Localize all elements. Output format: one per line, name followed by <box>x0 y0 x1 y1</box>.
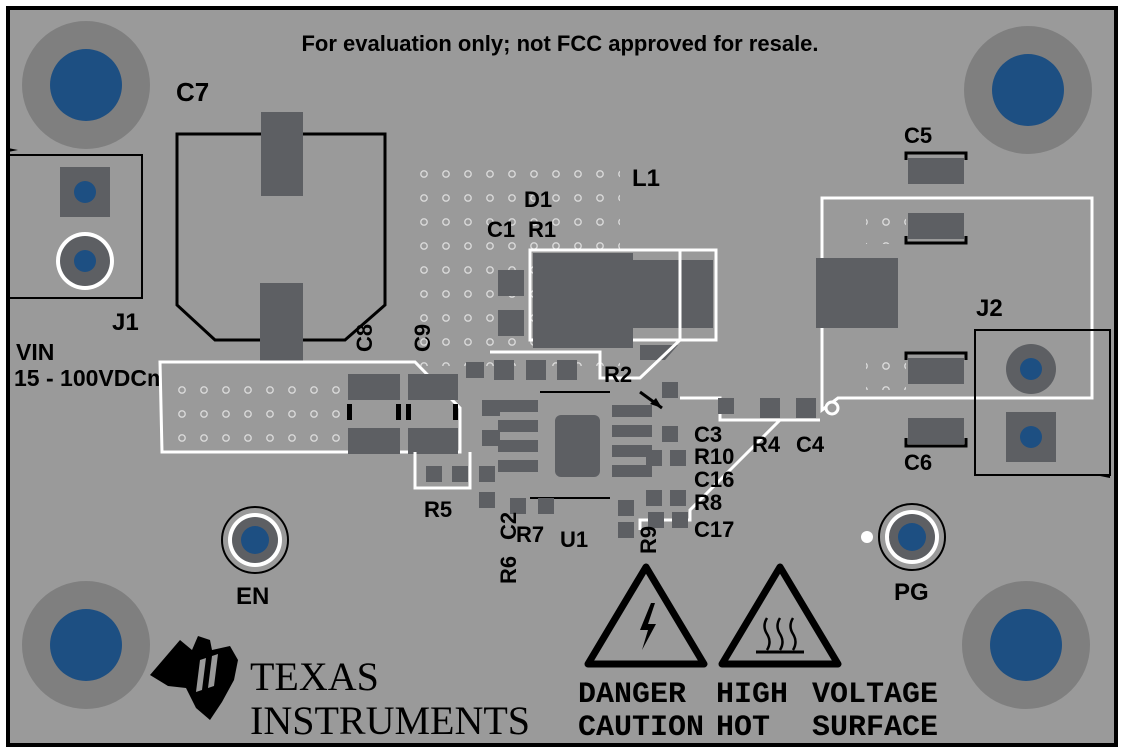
refdes-r2: R2 <box>604 362 632 387</box>
connector-j2 <box>974 329 1111 478</box>
warning-high: HIGH <box>716 678 788 712</box>
refdes-c2: C2 <box>496 512 521 540</box>
connector-j1 <box>8 148 143 299</box>
vin-label: VIN <box>16 339 54 365</box>
refdes-r4: R4 <box>752 432 781 457</box>
refdes-u1: U1 <box>560 527 588 552</box>
capacitor-c5 <box>904 151 968 245</box>
refdes-r5: R5 <box>424 497 452 522</box>
high-voltage-warning-icon <box>584 563 708 668</box>
mounting-hole-top-left <box>22 21 150 149</box>
refdes-d1: D1 <box>524 187 552 212</box>
refdes-r10: R10 <box>694 444 734 469</box>
ic-u1 <box>498 400 652 477</box>
capacitor-c6 <box>904 351 968 448</box>
ti-logo-icon <box>150 636 238 720</box>
refdes-c7: C7 <box>176 77 209 107</box>
refdes-c8: C8 <box>352 324 377 352</box>
mounting-hole-bottom-left <box>22 581 150 709</box>
refdes-j2: J2 <box>976 295 1003 322</box>
refdes-c6: C6 <box>904 450 932 475</box>
mounting-hole-bottom-right <box>962 581 1090 709</box>
inductor-l1 <box>528 248 718 360</box>
passive-pads <box>426 360 816 538</box>
refdes-r9: R9 <box>636 526 661 554</box>
refdes-c17: C17 <box>694 517 734 542</box>
label-pg: PG <box>894 579 929 606</box>
logo-text-instruments: INSTRUMENTS <box>250 698 530 743</box>
refdes-c5: C5 <box>904 123 932 148</box>
warning-voltage: VOLTAGE <box>812 678 938 712</box>
fcc-notice: For evaluation only; not FCC approved fo… <box>301 31 818 56</box>
refdes-c3: C3 <box>694 422 722 447</box>
refdes-r8: R8 <box>694 490 722 515</box>
refdes-r6: R6 <box>496 556 521 584</box>
warning-hot: HOT <box>716 711 770 745</box>
warning-danger: DANGER <box>578 678 686 712</box>
pad-c1a <box>498 270 524 296</box>
warning-surface: SURFACE <box>812 711 938 745</box>
capacitor-c7 <box>175 112 387 365</box>
pad-c1b <box>498 310 524 336</box>
refdes-c1: C1 <box>487 217 515 242</box>
label-en: EN <box>236 583 269 610</box>
refdes-c4: C4 <box>796 432 825 457</box>
refdes-c16: C16 <box>694 467 734 492</box>
testpoint-pg <box>861 503 946 571</box>
refdes-l1: L1 <box>632 165 660 192</box>
mounting-hole-top-right <box>964 26 1092 154</box>
refdes-r7: R7 <box>516 522 544 547</box>
warning-caution: CAUTION <box>578 711 704 745</box>
testpoint-en <box>221 506 289 574</box>
logo-text-texas: TEXAS <box>250 654 379 699</box>
hot-surface-warning-icon <box>718 563 842 668</box>
refdes-r1: R1 <box>528 217 556 242</box>
refdes-j1: J1 <box>112 309 139 336</box>
input-copper-area <box>158 360 462 454</box>
